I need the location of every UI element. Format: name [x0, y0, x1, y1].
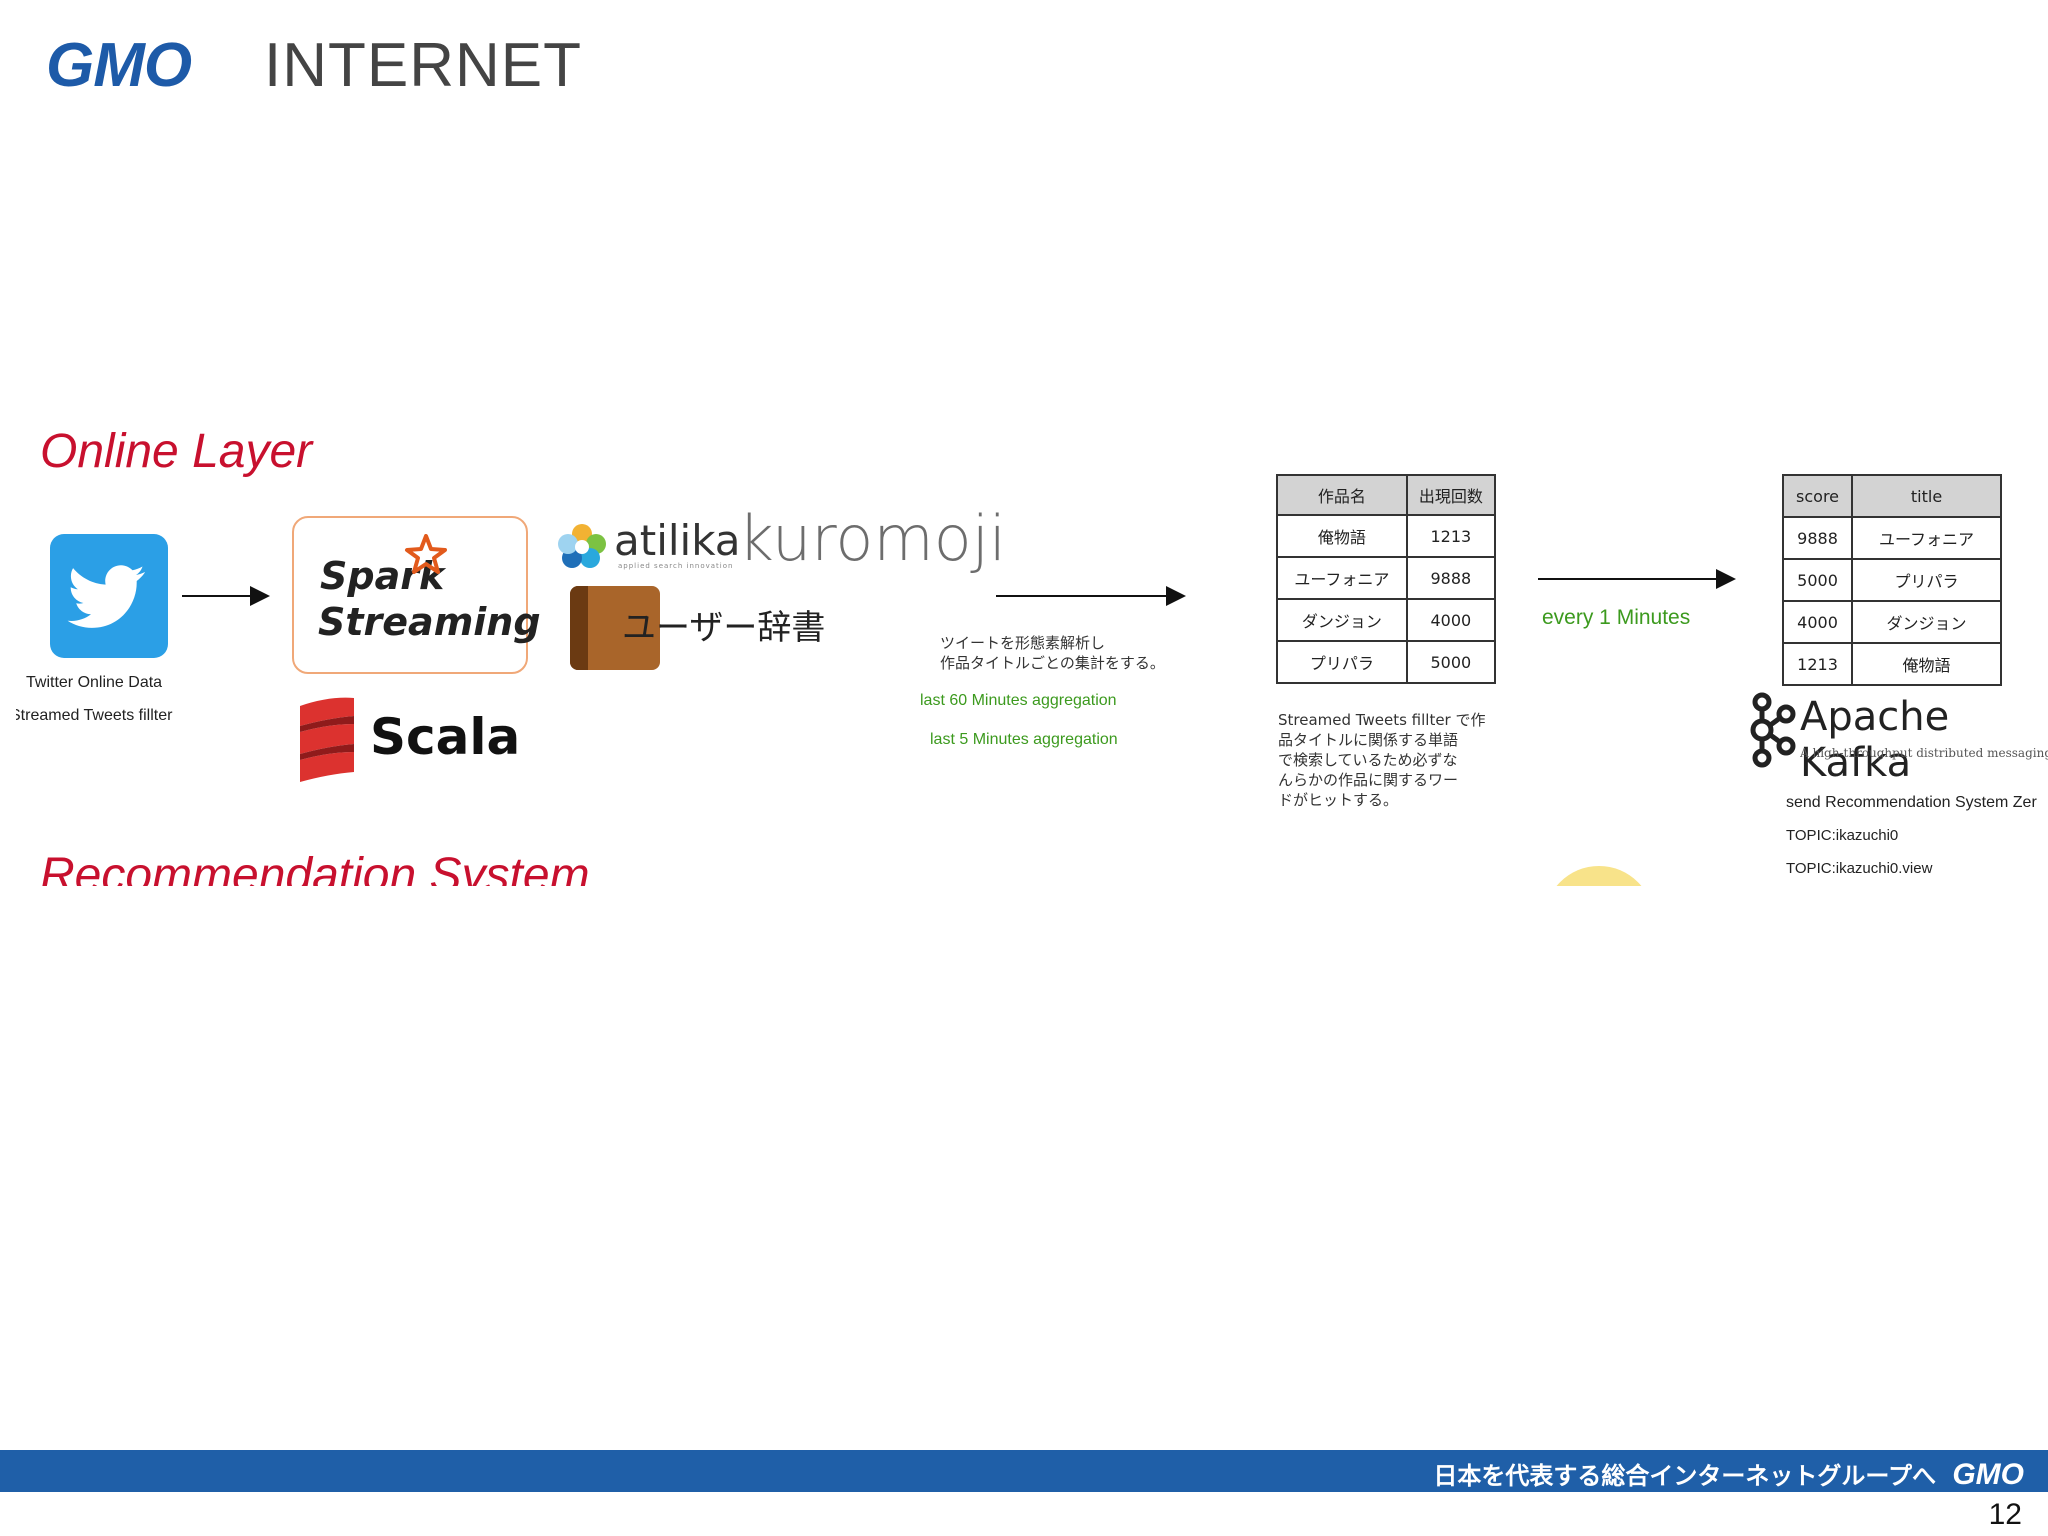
kuromoji-name: kuromoji [738, 502, 1007, 575]
table-cell: 9888 [1781, 516, 1854, 560]
table-cell: 1213 [1781, 642, 1854, 686]
twitter-label: Twitter Online Data [26, 674, 163, 691]
spark-star-icon [405, 534, 447, 574]
spark-text: Spark [320, 554, 445, 598]
score-table: score title 9888 ユーフォニア 5000 プリパラ 4000 ダ… [1781, 474, 2002, 686]
kafka-topic2: TOPIC:ikazuchi0.view [1786, 860, 1933, 877]
scala-icon [296, 696, 358, 784]
count-table-header: 作品名 [1276, 474, 1408, 516]
count-table-note: Streamed Tweets fillter で作 品タイトルに関係する単語 … [1278, 710, 1486, 810]
count-table-header: 出現回数 [1405, 474, 1497, 516]
spark-streaming-logo: Spark Streaming [292, 516, 541, 674]
analysis-desc-line1: ツイートを形態素解析し [940, 634, 1106, 652]
note-line: 品タイトルに関係する単語 [1278, 731, 1459, 749]
next-section-title: Recommendation System [40, 849, 590, 886]
yellow-circle-shape [1544, 866, 1654, 886]
diagram-region: Twitter Online Data Streamed Tweets fill… [0, 400, 2048, 886]
table-cell: ダンジョン [1276, 598, 1408, 642]
atilika-flower-icon [556, 522, 608, 570]
analysis-desc-line2: 作品タイトルごとの集計をする。 [940, 654, 1165, 672]
twitter-icon [50, 534, 168, 658]
arrow-count-score [1538, 569, 1736, 589]
agg-60-label: last 60 Minutes aggregation [920, 692, 1117, 709]
kafka-send-label: send Recommendation System Zer [1786, 794, 2037, 811]
kafka-name: Apache Kafka [1800, 694, 1950, 786]
kafka-topic1: TOPIC:ikazuchi0 [1786, 827, 1899, 844]
table-cell: 俺物語 [1851, 642, 2002, 686]
atilika-tagline: applied search innovation [618, 562, 734, 570]
footer-gmo-logo: GMO [1952, 1458, 2024, 1491]
footer-slogan: 日本を代表する総合インターネットグループへ GMO [1433, 1456, 2024, 1492]
table-cell: 1213 [1405, 514, 1497, 558]
table-cell: 9888 [1405, 556, 1497, 600]
score-table-header: title [1851, 474, 2002, 518]
footer-slogan-text: 日本を代表する総合インターネットグループへ [1433, 1462, 1936, 1490]
agg-5-label: last 5 Minutes aggregation [930, 731, 1118, 748]
scala-label: Scala [370, 708, 521, 766]
streaming-text: Streaming [318, 600, 541, 644]
table-cell: 4000 [1405, 598, 1497, 642]
dictionary-book-icon [570, 586, 660, 670]
table-cell: 俺物語 [1276, 514, 1408, 558]
page-number: 12 [1988, 1498, 2022, 1531]
interval-label: every 1 Minutes [1542, 606, 1691, 629]
arrow-twitter-spark [182, 586, 270, 606]
table-cell: 4000 [1781, 600, 1854, 644]
table-cell: 5000 [1405, 640, 1497, 684]
kafka-tagline: A high-throughput distributed messaging … [1800, 746, 2048, 760]
user-dictionary-label: ユーザー辞書 [622, 608, 826, 648]
note-line: ドがヒットする。 [1278, 791, 1399, 809]
table-cell: プリパラ [1851, 558, 2002, 602]
table-cell: ダンジョン [1851, 600, 2002, 644]
kafka-icon [1748, 692, 1796, 768]
section-title: Online Layer [40, 425, 313, 478]
arrow-analysis-count [996, 586, 1186, 606]
score-table-header: score [1781, 474, 1854, 518]
footer-bar [0, 1450, 2048, 1492]
note-line: で検索しているため必ずな [1278, 751, 1458, 769]
note-line: Streamed Tweets fillter で作 [1278, 711, 1486, 729]
gmo-logo: GMO [46, 31, 192, 100]
table-cell: ユーフォニア [1276, 556, 1408, 600]
table-cell: プリパラ [1276, 640, 1408, 684]
atilika-brand: atilika [614, 516, 741, 565]
twitter-filter-label: Streamed Tweets fillter [16, 707, 173, 724]
count-table: 作品名 出現回数 俺物語 1213 ユーフォニア 9888 ダンジョン 4000… [1276, 474, 1497, 684]
table-cell: ユーフォニア [1851, 516, 2002, 560]
internet-logo-text: INTERNET [264, 31, 582, 100]
table-cell: 5000 [1781, 558, 1854, 602]
note-line: んらかの作品に関するワー [1278, 771, 1459, 789]
